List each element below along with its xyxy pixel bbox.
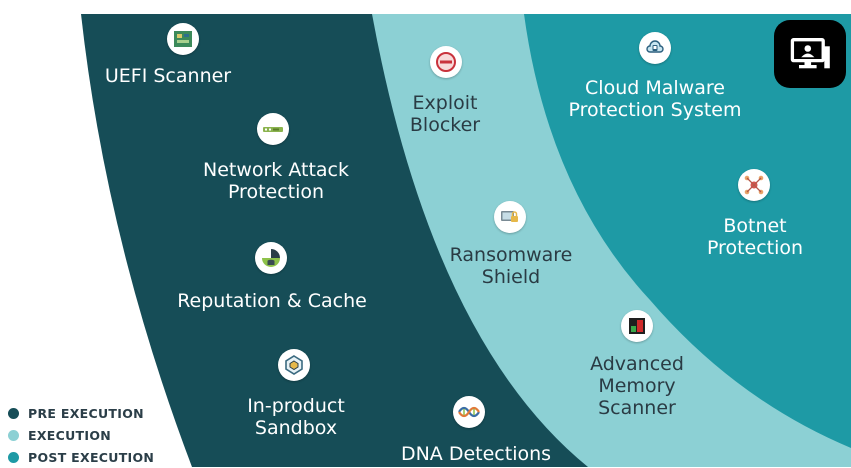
- post-execution-zone: [524, 14, 851, 448]
- legend: PRE EXECUTION EXECUTION POST EXECUTION: [8, 402, 154, 468]
- ransomware-shield-label: Ransomware Shield: [449, 244, 573, 288]
- circuit-board-icon: [167, 23, 199, 55]
- dna-icon: [453, 396, 485, 428]
- uefi-scanner-label: UEFI Scanner: [104, 65, 232, 87]
- botnet-protection-label: Botnet Protection: [706, 215, 804, 259]
- advanced-memory-scanner-label: Advanced Memory Scanner: [590, 353, 684, 419]
- legend-label: POST EXECUTION: [28, 449, 155, 465]
- legend-item-post-execution: POST EXECUTION: [8, 446, 154, 468]
- locked-computer-icon: [494, 201, 526, 233]
- botnet-icon: [738, 169, 770, 201]
- legend-label: EXECUTION: [28, 427, 112, 443]
- monitor-icon: [774, 20, 846, 88]
- cloud-device-icon: [639, 32, 671, 64]
- legend-item-pre-execution: PRE EXECUTION: [8, 402, 154, 424]
- exploit-stamp-icon: [430, 46, 462, 78]
- network-attack-protection-label: Network Attack Protection: [202, 159, 350, 203]
- cloud-malware-protection-label: Cloud Malware Protection System: [568, 77, 742, 121]
- legend-dot: [8, 429, 19, 441]
- legend-dot: [8, 407, 19, 419]
- legend-item-execution: EXECUTION: [8, 424, 154, 446]
- memory-chip-icon: [621, 310, 653, 342]
- dna-detections-label: DNA Detections: [400, 443, 552, 465]
- sandbox-cube-icon: [278, 349, 310, 381]
- exploit-blocker-label: Exploit Blocker: [409, 92, 481, 136]
- legend-label: PRE EXECUTION: [28, 405, 144, 421]
- in-product-sandbox-label: In-product Sandbox: [247, 395, 345, 439]
- legend-dot: [8, 451, 19, 463]
- network-device-icon: [257, 113, 289, 145]
- database-icon: [255, 242, 287, 274]
- reputation-cache-label: Reputation & Cache: [177, 290, 367, 312]
